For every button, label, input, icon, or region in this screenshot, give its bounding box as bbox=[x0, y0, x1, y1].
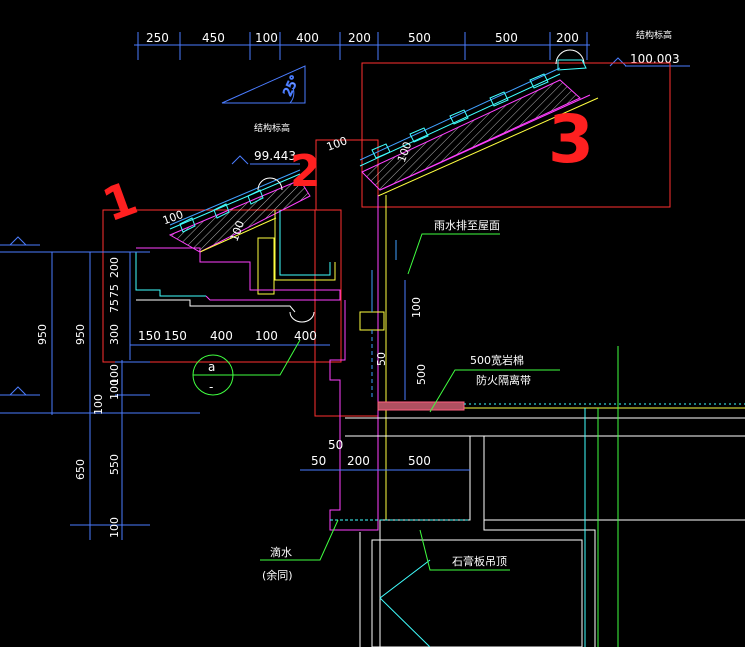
dim-detail-bottom-5: 400 bbox=[294, 329, 317, 343]
dim-lower-550: 550 bbox=[108, 454, 121, 475]
lower-dimensions: 50 50 200 500 bbox=[300, 438, 470, 471]
roof-slope-right bbox=[359, 49, 599, 197]
dim-top-2: 450 bbox=[202, 31, 225, 45]
section-circle-marker: a - bbox=[192, 339, 301, 396]
dim-top-3: 100 bbox=[255, 31, 278, 45]
dim-lower-200: 200 bbox=[347, 454, 370, 468]
note-drip-2: (余同) bbox=[262, 568, 293, 582]
dim-lower-500: 500 bbox=[408, 454, 431, 468]
hand-mark-2: 2 bbox=[290, 146, 321, 197]
note-rockwool-1: 500宽岩棉 bbox=[470, 353, 524, 367]
dim-lower-50b: 50 bbox=[311, 454, 326, 468]
dim-lower-100c: 100 bbox=[92, 394, 105, 415]
angle-label: 25° bbox=[280, 73, 302, 98]
dim-detail-75b: 75 bbox=[108, 299, 121, 313]
note-rockwool-2: 防火隔离带 bbox=[476, 373, 531, 387]
elevation-top-title: 结构标高 bbox=[636, 29, 672, 41]
elevation-marker-top: 结构标高 100.003 bbox=[609, 29, 690, 67]
note-drain: 雨水排至屋面 bbox=[434, 218, 500, 232]
dim-lower-100d: 100 bbox=[108, 517, 121, 538]
elevation-mid-title: 结构标高 bbox=[254, 122, 290, 134]
roof-note-3: 100 bbox=[325, 134, 349, 153]
dim-detail-200: 200 bbox=[108, 257, 121, 278]
dim-top-4: 400 bbox=[296, 31, 319, 45]
note-drip-1: 滴水 bbox=[270, 545, 292, 559]
elevation-marker-mid: 结构标高 99.443 bbox=[231, 122, 300, 165]
dim-top-8: 200 bbox=[556, 31, 579, 45]
dim-detail-bottom-4: 100 bbox=[255, 329, 278, 343]
annotation-notes: 雨水排至屋面 500宽岩棉 防火隔离带 滴水 (余同) 石膏板吊顶 bbox=[260, 218, 560, 582]
dim-top-1: 250 bbox=[146, 31, 169, 45]
dim-detail-75a: 75 bbox=[108, 284, 121, 298]
note-ceiling: 石膏板吊顶 bbox=[452, 554, 507, 568]
elevation-top-value: 100.003 bbox=[630, 52, 680, 66]
floor-and-ceiling bbox=[330, 240, 745, 647]
dim-detail-bottom-2: 150 bbox=[164, 329, 187, 343]
top-dimension-labels: 250 450 100 400 200 500 500 200 bbox=[146, 31, 579, 45]
dim-mid-50: 50 bbox=[375, 352, 388, 366]
dim-lower-100a: 100 bbox=[108, 364, 121, 385]
dim-left-950-a: 950 bbox=[36, 324, 49, 345]
left-dimension-labels: 950 950 650 200 75 75 300 100 100 100 55… bbox=[36, 257, 121, 538]
left-dimension-lines bbox=[0, 236, 200, 540]
dim-left-950-b: 950 bbox=[74, 324, 87, 345]
dim-detail-bottom-3: 400 bbox=[210, 329, 233, 343]
top-dimension-chain bbox=[134, 32, 590, 60]
slope-angle-indicator: 25° bbox=[221, 65, 306, 104]
rockwool-fire-barrier bbox=[377, 401, 465, 411]
circle-dash: - bbox=[209, 380, 213, 394]
dim-left-650: 650 bbox=[74, 459, 87, 480]
dim-top-7: 500 bbox=[495, 31, 518, 45]
roof-slope-left bbox=[168, 169, 311, 253]
dim-lower-100b: 100 bbox=[108, 379, 121, 400]
dim-top-6: 500 bbox=[408, 31, 431, 45]
dim-lower-50a: 50 bbox=[328, 438, 343, 452]
hand-mark-3: 3 bbox=[548, 101, 594, 178]
dim-mid-100: 100 bbox=[410, 297, 423, 318]
dim-detail-300: 300 bbox=[108, 324, 121, 345]
dim-top-5: 200 bbox=[348, 31, 371, 45]
mid-dimensions: 100 500 50 bbox=[375, 280, 428, 400]
dim-detail-bottom-1: 150 bbox=[138, 329, 161, 343]
gutter-parapet bbox=[135, 195, 387, 531]
elevation-mid-value: 99.443 bbox=[254, 149, 296, 163]
circle-label: a bbox=[208, 360, 215, 374]
detail-bottom-dims: 150 150 400 100 400 bbox=[130, 329, 330, 346]
dim-mid-500: 500 bbox=[415, 364, 428, 385]
